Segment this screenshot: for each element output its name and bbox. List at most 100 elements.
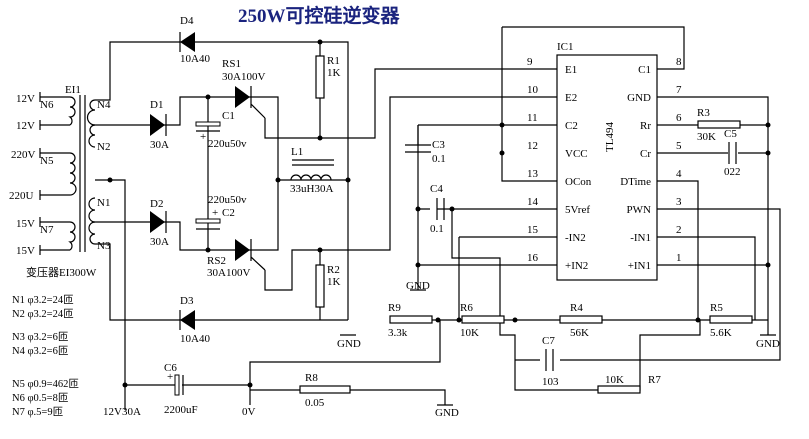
label: 30K [697,131,716,143]
label: R6 [460,302,473,314]
junction-dots [107,39,771,388]
transformer-ei1: EI1 N6 N5 N7 N4 N2 N1 N3 12V 12V 220V 22… [9,84,111,279]
pin-name: E2 [565,92,577,104]
gnd-label: GND [435,407,459,419]
label: 30A [150,139,169,151]
label: R4 [570,302,583,314]
pin-number: 9 [527,56,533,68]
inductor-l1: L1 33uH30A [290,146,334,195]
resistor-r5: R55.6K [709,302,753,339]
capacitor-c6: C6+2200uF [164,362,198,416]
label: 0.05 [305,397,325,409]
gnd-label: GND [406,280,430,292]
capacitor-c7: C7 103 [542,335,559,388]
pin-number: 13 [527,168,539,180]
capacitor-c1: C1+220u50v [195,110,247,150]
note: N7 φ.5=9匝 [12,406,64,418]
pin-number: 3 [676,196,682,208]
note: N5 φ0.9=462匝 [12,378,79,390]
label: RS1 [222,58,241,70]
label: R7 [648,374,661,386]
winding-n1: N1 [97,197,110,209]
label: C5 [724,128,737,140]
note: N1 φ3.2=24匝 [12,294,74,306]
label: 3.3k [388,327,408,339]
pin-name: OCon [565,176,592,188]
pin-name: 5Vref [565,204,590,216]
label: RS2 [207,255,226,267]
label: 30A [150,236,169,248]
label: 0.1 [432,153,446,165]
note: N6 φ0.5=8匝 [12,392,69,404]
winding-n4: N4 [97,99,111,111]
pin-name: VCC [565,148,588,160]
label: L1 [291,146,303,158]
winding-n2: N2 [97,141,110,153]
pin-name: +IN1 [628,260,651,272]
pin-number: 14 [527,196,539,208]
label: C4 [430,183,443,195]
pin-name: Cr [640,148,651,160]
label: 10A40 [180,333,210,345]
label: D4 [180,15,194,27]
label: C2 [222,207,235,219]
tap-label: 15V [16,218,35,230]
label: R9 [388,302,401,314]
resistor-r7: 10K R7 [597,374,661,394]
label: R2 [327,264,340,276]
note: N3 φ3.2=6匝 [12,331,69,343]
pin-number: 6 [676,112,682,124]
label: R1 [327,55,340,67]
pin-name: C1 [638,64,651,76]
label: 2200uF [164,404,198,416]
pin-number: 7 [676,84,682,96]
ground-symbols: GND GND GND GND 0V 12V30A [103,280,780,419]
ic-label: IC1 [557,41,574,53]
resistor-r9: R9 3.3k [388,302,433,339]
pin-name: DTime [620,176,651,188]
pin-name: PWN [627,204,652,216]
label: R8 [305,372,318,384]
note: N2 φ3.2=24匝 [12,308,74,320]
pin-number: 5 [676,140,682,152]
tap-label: 220U [9,190,34,202]
label: + [212,207,218,219]
label: 220u50v [208,194,247,206]
diode-d3: D3 10A40 [179,295,210,345]
pin-number: 2 [676,224,682,236]
label: 33uH30A [290,183,333,195]
pin-name: -IN2 [565,232,586,244]
capacitor-c2: 220u50v+ C2 [195,194,247,230]
label: 103 [542,376,559,388]
pin-name: E1 [565,64,577,76]
gnd-label: GND [756,338,780,350]
ic-part-number: TL494 [604,122,616,152]
tap-label: 12V [16,93,35,105]
transformer-caption: 变压器EI300W [26,265,97,279]
label: 5.6K [710,327,732,339]
label: + [167,371,173,383]
winding-n5: N5 [40,155,54,167]
pin-number: 8 [676,56,682,68]
pin-number: 11 [527,112,538,124]
pin-number: 10 [527,84,539,96]
label: C7 [542,335,555,347]
tap-label: 220V [11,149,36,161]
winding-n7: N7 [40,224,54,236]
resistor-r8: R8 0.05 [299,372,351,409]
label: 10K [460,327,479,339]
label: C1 [222,110,235,122]
winding-notes: N1 φ3.2=24匝 N2 φ3.2=24匝 N3 φ3.2=6匝 N4 φ3… [12,294,79,418]
capacitor-c3: C30.1 [405,125,446,165]
label: 10K [605,374,624,386]
label: D2 [150,198,163,210]
label: D3 [180,295,194,307]
